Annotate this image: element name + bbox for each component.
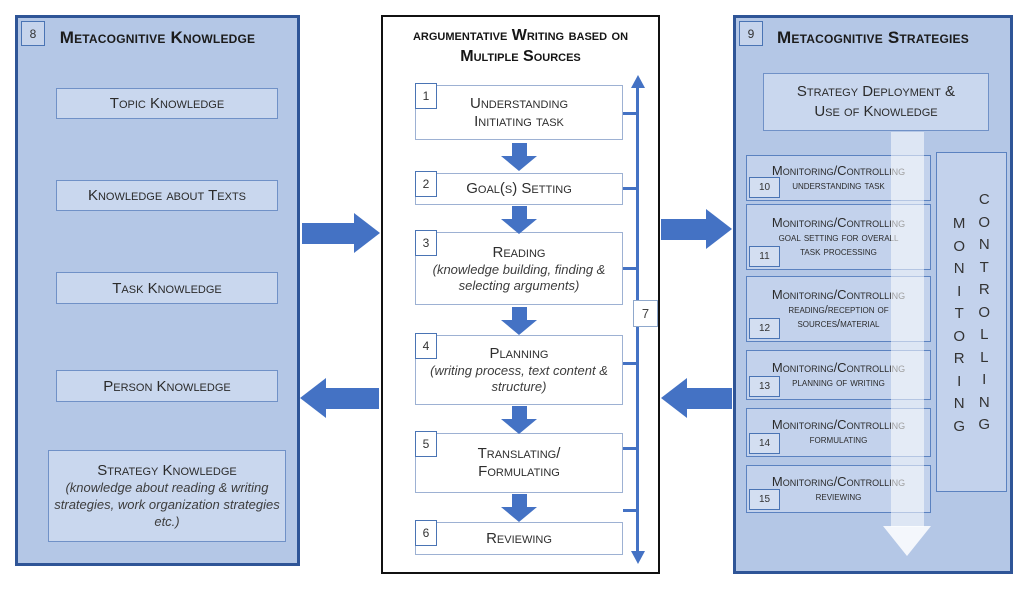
strategy-deployment-line2: Use of Knowledge — [814, 103, 938, 120]
mc-mid: reading/reception of — [788, 303, 889, 316]
person-knowledge-label: Person Knowledge — [103, 377, 231, 395]
step-number-badge: 3 — [415, 230, 437, 256]
strategy-knowledge-box: Strategy Knowledge (knowledge about read… — [48, 450, 286, 542]
loop-tick — [623, 362, 637, 365]
down-arrow-icon — [501, 307, 537, 335]
right-panel-title: Metacognitive Strategies — [777, 28, 969, 47]
step-label: Understanding — [469, 94, 569, 112]
task-knowledge-label: Task Knowledge — [112, 279, 222, 297]
mc-label: Monitoring/Controlling — [771, 417, 906, 432]
arrow-strategies-to-writing-icon — [661, 378, 732, 418]
mc-label: Monitoring/Controlling — [771, 359, 906, 375]
loop-number-badge: 7 — [633, 300, 658, 327]
person-knowledge-box: Person Knowledge — [56, 370, 278, 402]
step-label: Initiating task — [474, 112, 564, 130]
mc-number-badge: 14 — [749, 433, 780, 454]
step-number-badge: 4 — [415, 333, 437, 359]
step-label: Goal(s) Setting — [466, 180, 572, 197]
step-label: Planning — [489, 345, 549, 362]
strategy-deployment-box: Strategy Deployment & Use of Knowledge — [763, 73, 989, 131]
metacognitive-strategies-panel: 9 Metacognitive Strategies Strategy Depl… — [733, 15, 1013, 574]
mc-label: Monitoring/Controlling — [771, 286, 906, 302]
loop-tick — [623, 112, 637, 115]
left-panel-title: Metacognitive Knowledge — [59, 28, 256, 47]
topic-knowledge-box: Topic Knowledge — [56, 88, 278, 119]
arrow-knowledge-to-writing-icon — [302, 213, 380, 253]
step-reading-box: 3 Reading (knowledge building, finding &… — [415, 230, 623, 305]
arrow-writing-to-knowledge-icon — [300, 378, 379, 418]
loop-tick — [623, 509, 637, 512]
task-knowledge-box: Task Knowledge — [56, 272, 278, 304]
step-label: Reading — [492, 243, 546, 261]
mc-tail: task processing — [800, 245, 877, 258]
loop-tick — [623, 267, 637, 270]
center-title-line2: Multiple Sources — [460, 48, 581, 65]
mc-tail: formulating — [809, 434, 868, 446]
step-understanding-task-box: 1 Understanding Initiating task — [415, 83, 623, 140]
step-number-badge: 5 — [415, 431, 437, 457]
step-label: Formulating — [478, 463, 560, 480]
knowledge-about-texts-label: Knowledge about Texts — [87, 187, 247, 204]
step-label: Translating/ — [477, 445, 561, 462]
loop-tick — [623, 447, 637, 450]
white-down-arrow-shaft — [891, 132, 924, 527]
step-number-badge: 1 — [415, 83, 437, 109]
step-reviewing-box: 6 Reviewing — [415, 520, 623, 555]
step-goal-setting-box: 2 Goal(s) Setting — [415, 171, 623, 205]
down-arrow-icon — [501, 206, 537, 234]
loop-tick — [623, 187, 637, 190]
mc-tail: understanding task — [792, 179, 885, 192]
center-title-line1: argumentative Writing based on — [412, 27, 629, 44]
step-planning-box: 4 Planning (writing process, text conten… — [415, 333, 623, 405]
mc-number-badge: 12 — [749, 318, 780, 339]
mc-number-badge: 13 — [749, 376, 780, 397]
mc-mid: goal setting for overall — [778, 231, 899, 244]
down-arrow-icon — [501, 143, 537, 171]
knowledge-about-texts-box: Knowledge about Texts — [56, 180, 278, 211]
mc-label: Monitoring/Controlling — [771, 214, 906, 230]
mc-tail: planning of writing — [792, 376, 885, 389]
down-arrow-icon — [501, 494, 537, 522]
mc-tail: sources/material — [797, 317, 880, 330]
white-down-arrow-icon — [883, 526, 931, 556]
arrow-writing-to-strategies-icon — [661, 209, 732, 249]
mc-number-badge: 11 — [749, 246, 780, 267]
panel-number-badge: 8 — [21, 21, 45, 46]
strategy-deployment-line1: Strategy Deployment & — [796, 83, 956, 100]
step-label: Reviewing — [486, 529, 552, 547]
argumentative-writing-panel: argumentative Writing based on Multiple … — [381, 15, 660, 574]
step-note: (writing process, text content & structu… — [430, 363, 608, 394]
metacognitive-knowledge-panel: 8 Metacognitive Knowledge Topic Knowledg… — [15, 15, 300, 566]
mc-tail: reviewing — [815, 490, 862, 503]
strategy-knowledge-label: Strategy Knowledge — [97, 462, 237, 479]
mc-label: Monitoring/Controlling — [771, 162, 906, 178]
step-translating-box: 5 Translating/ Formulating — [415, 431, 623, 493]
center-panel-title: argumentative Writing based on Multiple … — [383, 25, 658, 67]
loop-arrow-up-icon — [630, 75, 645, 88]
step-number-badge: 6 — [415, 520, 437, 546]
loop-arrow-down-icon — [630, 551, 645, 564]
panel-number-badge: 9 — [739, 21, 763, 46]
mc-label: Monitoring/Controlling — [771, 473, 906, 489]
step-note: (knowledge building, finding & selecting… — [432, 261, 606, 293]
mc-number-badge: 10 — [749, 177, 780, 198]
topic-knowledge-label: Topic Knowledge — [109, 95, 225, 112]
down-arrow-icon — [501, 406, 537, 434]
strategy-knowledge-note: (knowledge about reading & writing strat… — [54, 480, 280, 529]
mc-number-badge: 15 — [749, 489, 780, 510]
step-number-badge: 2 — [415, 171, 437, 197]
